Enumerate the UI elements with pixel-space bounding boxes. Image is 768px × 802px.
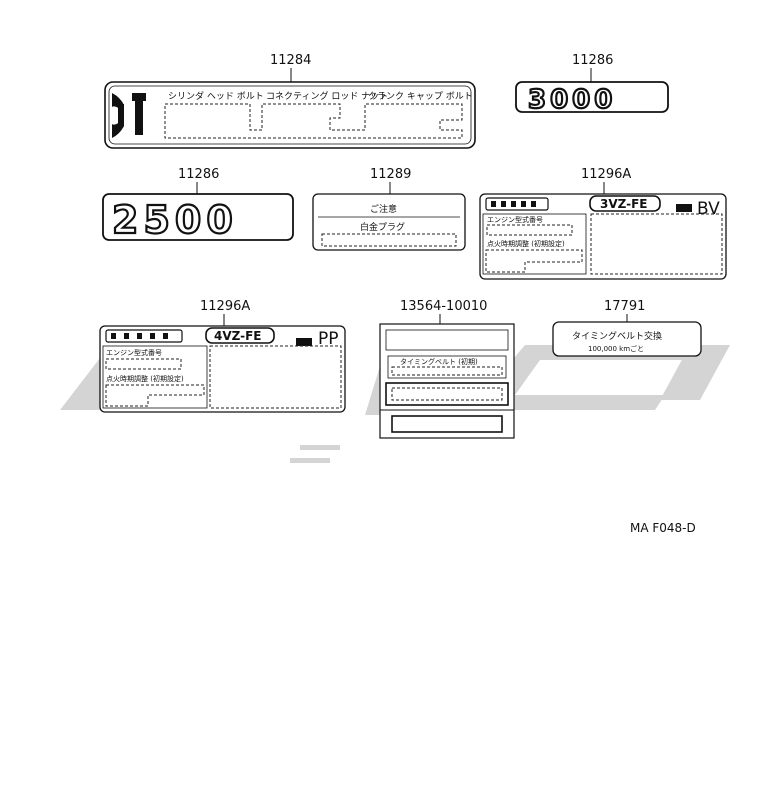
part-number: 13564-10010 [400,299,487,314]
svg-text:4VZ-FE: 4VZ-FE [214,329,262,343]
wrench-icon [112,93,146,138]
part-number: 11286 [178,167,219,182]
svg-text:PP: PP [318,329,339,349]
diagram-reference: MA F048-D [630,521,696,535]
part-11289[interactable]: 11289 ご注意 白金プラグ [312,167,466,251]
svg-text:2500: 2500 [112,198,238,242]
part-11286-3000[interactable]: 11286 3000 [515,53,669,116]
part-11284[interactable]: 11284 シリンダ ヘッド ボルト コネクティング ロッド ナット クランク … [104,53,476,149]
svg-text:ご注意: ご注意 [370,203,397,215]
svg-text:3000: 3000 [528,85,616,115]
part-number: 11296A [200,299,250,314]
svg-text:100,000 kmごと: 100,000 kmごと [588,344,644,353]
part-11296a-4vz[interactable]: 11296A 4VZ-FE PP エンジン型式番号 点火時期調整 (初期設定) [99,299,346,413]
svg-text:タイミングベルト (初期): タイミングベルト (初期) [400,357,478,366]
svg-text:クランク キャップ ボルト: クランク キャップ ボルト [368,91,473,102]
svg-text:タイミングベルト交換: タイミングベルト交換 [572,330,662,342]
svg-text:コネクティング ロッド ナット: コネクティング ロッド ナット [266,90,388,102]
svg-text:シリンダ ヘッド ボルト: シリンダ ヘッド ボルト [168,90,264,102]
part-number: 11289 [370,167,411,182]
part-number: 11284 [270,53,311,68]
svg-text:点火時期調整 (初期設定): 点火時期調整 (初期設定) [487,239,565,248]
part-number: 11286 [572,53,613,68]
part-13564-10010[interactable]: 13564-10010 タイミングベルト (初期) [379,299,515,439]
part-17791[interactable]: 17791 タイミングベルト交換 100,000 kmごと [552,299,702,357]
part-number: 17791 [604,299,645,314]
svg-text:3VZ-FE: 3VZ-FE [600,197,648,211]
svg-text:白金プラグ: 白金プラグ [360,221,405,233]
part-11296a-3vz[interactable]: 11296A 3VZ-FE BV エンジン型式番号 点火時期調整 (初期設定) [479,167,727,280]
svg-text:点火時期調整 (初期設定): 点火時期調整 (初期設定) [106,374,184,383]
part-11286-2500[interactable]: 11286 2500 [102,167,294,243]
part-number: 11296A [581,167,631,182]
svg-text:BV: BV [697,199,720,219]
svg-text:エンジン型式番号: エンジン型式番号 [487,215,543,224]
svg-text:エンジン型式番号: エンジン型式番号 [106,348,162,357]
